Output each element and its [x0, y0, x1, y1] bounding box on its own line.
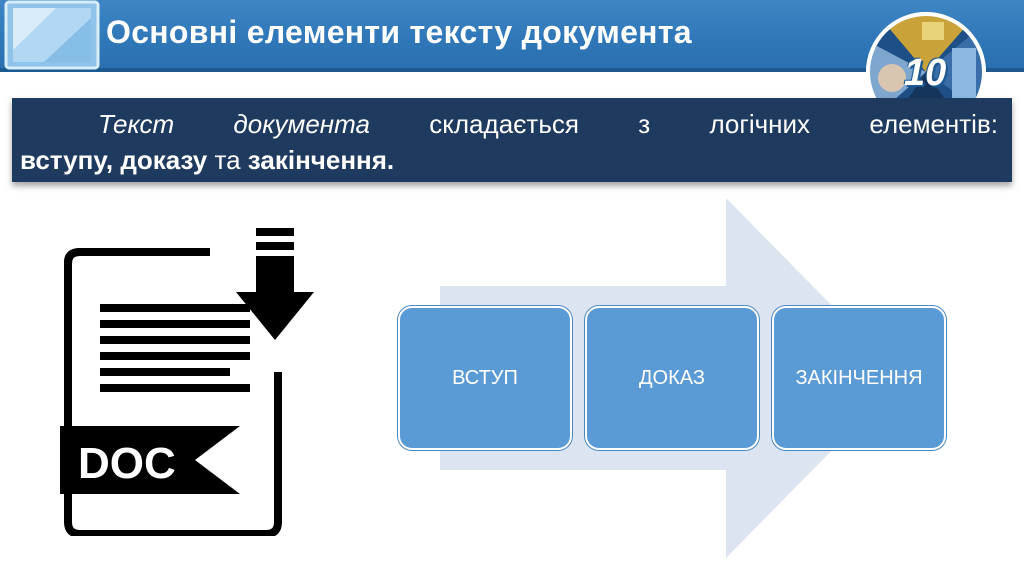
intro-word: Текст — [98, 109, 175, 139]
intro-word: логічних — [709, 109, 811, 139]
term-conclusion: закінчення — [247, 145, 387, 175]
process-flow: ВСТУП ДОКАЗ ЗАКІНЧЕННЯ — [396, 196, 956, 560]
intro-word: складається — [429, 109, 579, 139]
period: . — [386, 145, 395, 175]
doc-file-icon: DOC — [60, 228, 314, 536]
intro-word: документа — [233, 109, 370, 139]
intro-word: елементів: — [869, 109, 998, 139]
step-conclusion: ЗАКІНЧЕННЯ — [772, 306, 946, 450]
intro-text-box: Текст документа складається з логічних е… — [12, 98, 1012, 182]
monitor-icon — [4, 0, 100, 70]
grade-number: 10 — [904, 52, 947, 94]
term-intro: вступу — [20, 145, 106, 175]
step-proof: ДОКАЗ — [585, 306, 759, 450]
doc-label: DOC — [78, 439, 176, 488]
intro-line-1: Текст документа складається з логічних е… — [20, 106, 998, 142]
slide-title: Основні елементи тексту документа — [106, 14, 692, 50]
conjunction: та — [214, 145, 241, 175]
separator: , — [105, 145, 114, 175]
grade-badge-icon — [866, 12, 986, 108]
header-divider — [0, 68, 1024, 72]
term-proof: доказу — [120, 145, 208, 175]
header-bar — [0, 0, 1024, 72]
intro-line-2: вступу, доказу та закінчення. — [20, 142, 998, 178]
intro-word: з — [638, 109, 651, 139]
step-intro: ВСТУП — [398, 306, 572, 450]
